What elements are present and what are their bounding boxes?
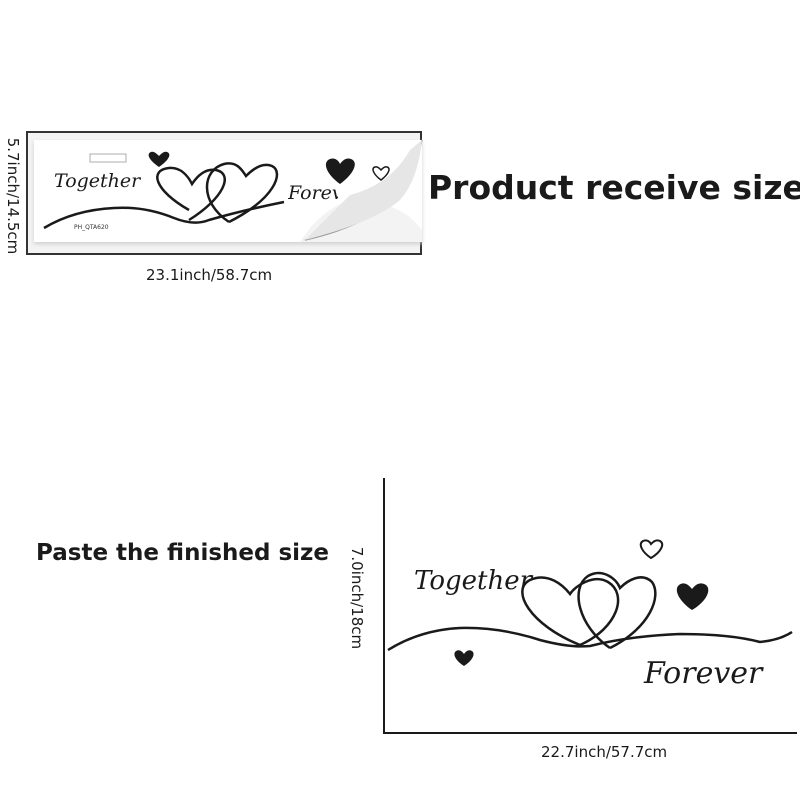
finished-swoosh-line	[387, 626, 793, 652]
finished-width-label: 22.7inch/57.7cm	[541, 743, 668, 761]
heart-outline-icon	[639, 539, 664, 560]
sticker-swoosh-line	[43, 200, 285, 230]
logo-mark	[89, 153, 127, 163]
heart-outline-icon	[156, 166, 226, 222]
heart-solid-icon	[676, 583, 709, 610]
finished-height-label: 7.0inch/18cm	[348, 546, 366, 650]
receive-height-label: 5.7inch/14.5cm	[4, 137, 22, 255]
finished-word-right: Forever	[644, 656, 763, 691]
heart-outline-icon	[205, 162, 279, 224]
receive-heading: Product receive size	[428, 168, 800, 207]
heart-solid-icon	[325, 158, 355, 184]
sticker-word-left: Together	[54, 170, 141, 192]
heart-outline-icon	[521, 576, 620, 647]
heart-solid-icon	[454, 650, 474, 666]
finished-horizontal-axis	[383, 732, 797, 734]
heart-outline-icon	[372, 166, 390, 181]
heart-solid-icon	[148, 151, 170, 167]
heart-outline-icon	[577, 571, 657, 650]
receive-width-label: 23.1inch/58.7cm	[146, 266, 273, 284]
sticker-word-right: Forever	[288, 182, 338, 204]
sticker-code: PH_QTA620	[74, 224, 109, 231]
finished-artwork	[387, 539, 793, 666]
finished-vertical-axis	[383, 478, 385, 734]
curl-corner-icon	[300, 139, 423, 242]
finished-heading: Paste the finished size	[36, 540, 330, 566]
sticker-artwork	[43, 151, 390, 230]
finished-word-left: Together	[414, 566, 533, 596]
